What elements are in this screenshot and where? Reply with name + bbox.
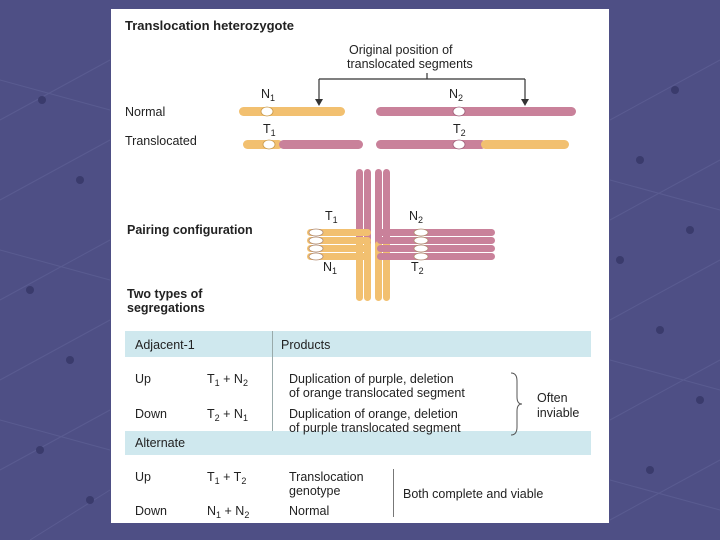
adjacent-up-combo: T1 + N2 [207,372,248,388]
chromosome-n1 [239,106,345,117]
figure-title: Translocation heterozygote [125,18,295,33]
chromosome-n2 [376,106,576,117]
normal-row-label: Normal [125,105,166,119]
alternate-bracket [393,469,394,517]
segregation-table: Adjacent-1 Products Up T1 + N2 Duplicati… [125,331,591,520]
chromosome-diagram [239,73,576,301]
adjacent-note-line1: Often [537,391,568,405]
adjacent-up-product-line2: of orange translocated segment [289,386,465,400]
alternate-header: Alternate [135,436,186,450]
translocated-row-label: Translocated [125,134,197,148]
adjacent-down-product-line1: Duplication of orange, deletion [289,407,458,421]
adjacent-header: Adjacent-1 [135,338,195,352]
pairing-label-n1: N1 [323,260,338,276]
adjacent-down-dir: Down [135,407,167,421]
products-header: Products [281,338,331,352]
figure-panel: Translocation heterozygote Original posi… [111,9,609,523]
segregation-label-line2: segregations [127,301,205,315]
column-divider [272,331,273,431]
alternate-note: Both complete and viable [403,487,544,501]
adjacent-down-product-line2: of purple translocated segment [289,421,461,435]
adjacent-header-band [125,331,591,357]
pairing-label-n2: N2 [409,209,424,225]
chromosome-t2 [376,139,569,150]
segregation-label-line1: Two types of [127,287,203,301]
adjacent-bracket [510,372,523,436]
alternate-down-product: Normal [289,504,330,518]
adjacent-down-combo: T2 + N1 [207,407,248,423]
pairing-configuration-label: Pairing configuration [127,223,253,237]
pairing-cross [307,169,495,301]
pairing-label-t1: T1 [325,209,338,225]
adjacent-note-line2: inviable [537,406,580,420]
alternate-up-combo: T1 + T2 [207,470,247,486]
label-n1: N1 [261,87,276,103]
alternate-up-product-line2: genotype [289,484,341,498]
original-position-label-line1: Original position of [349,43,453,57]
adjacent-up-dir: Up [135,372,151,386]
original-position-arrows [318,73,526,101]
original-position-label-line2: translocated segments [347,57,473,71]
alternate-down-combo: N1 + N2 [207,504,250,520]
alternate-up-dir: Up [135,470,151,484]
label-t2: T2 [453,122,466,138]
label-n2: N2 [449,87,464,103]
alternate-up-product-line1: Translocation [289,470,364,484]
label-t1: T1 [263,122,276,138]
pairing-label-t2: T2 [411,260,424,276]
chromosome-t1 [243,139,363,150]
adjacent-up-product-line1: Duplication of purple, deletion [289,372,454,386]
alternate-down-dir: Down [135,504,167,518]
